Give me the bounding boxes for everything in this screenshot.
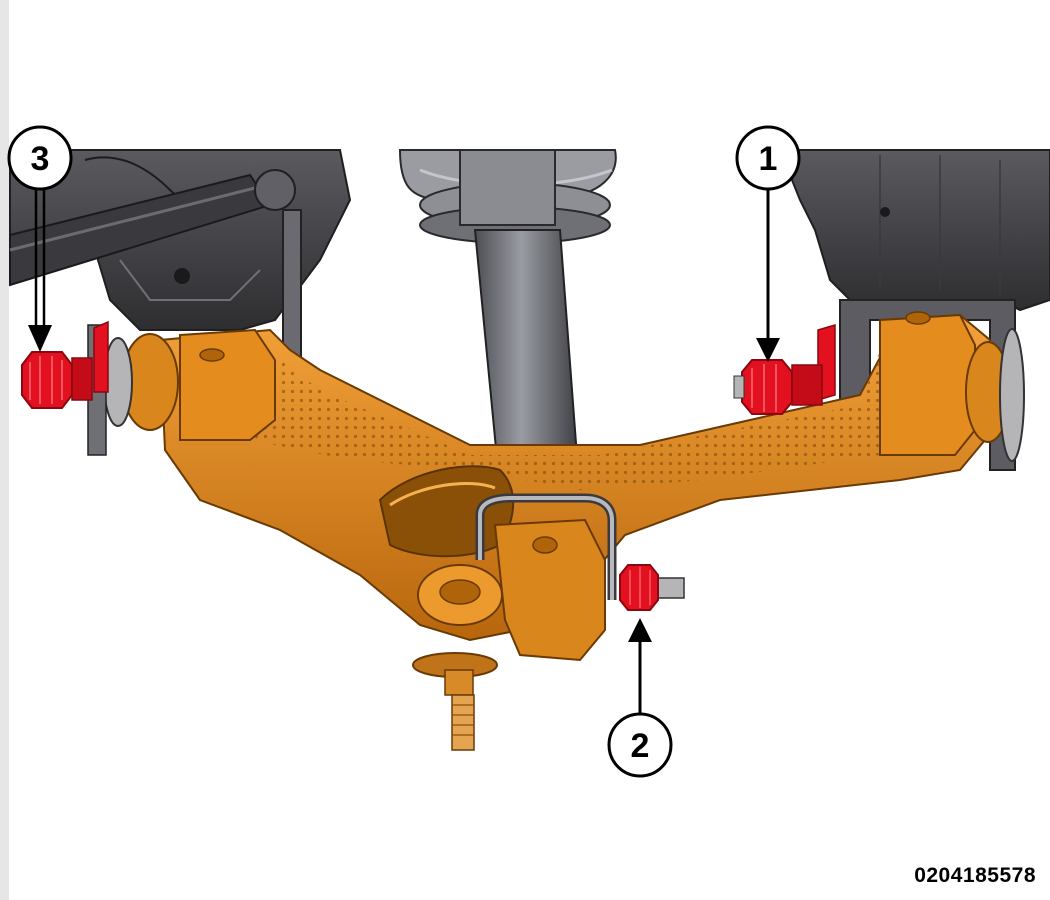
left-edge-rule bbox=[0, 0, 9, 900]
callout-3: 3 bbox=[7, 125, 73, 352]
rear-pivot-nut bbox=[733, 323, 836, 415]
shock-absorber bbox=[459, 149, 581, 505]
ball-joint bbox=[412, 652, 498, 751]
callout-3-number: 3 bbox=[31, 140, 50, 178]
callout-2-number: 2 bbox=[631, 727, 650, 765]
shock-clevis-bracket bbox=[475, 493, 617, 600]
callout-1-number: 1 bbox=[759, 140, 778, 178]
front-pivot-nut bbox=[21, 320, 109, 456]
figure-id-label: 0204185578 bbox=[914, 864, 1036, 887]
ball-joint-bolt-nut bbox=[619, 564, 685, 611]
lower-control-arm bbox=[103, 311, 1025, 662]
callout-2: 2 bbox=[607, 618, 673, 778]
callout-1: 1 bbox=[735, 125, 801, 362]
